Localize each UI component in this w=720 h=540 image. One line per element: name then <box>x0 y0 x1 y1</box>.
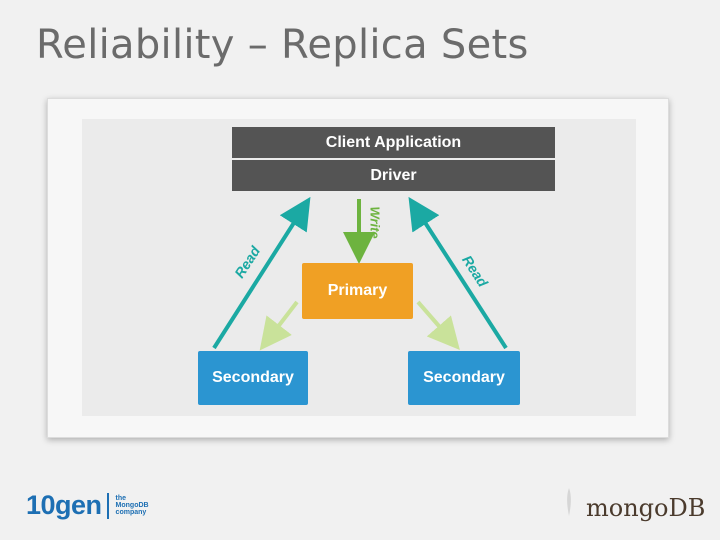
primary-node: Primary <box>302 263 413 319</box>
diagram-card: Client Application Driver Primary Second… <box>47 98 669 438</box>
tengen-logo: 10gen the MongoDB company <box>26 490 149 521</box>
mongodb-logo: mongoDB <box>586 494 706 522</box>
read-arrow-left <box>212 196 311 350</box>
tengen-wordmark: 10gen <box>26 490 102 520</box>
mongodb-leaf-icon <box>567 488 571 516</box>
tengen-tagline: the MongoDB company <box>115 495 149 516</box>
diagram-arrows <box>212 196 508 351</box>
replication-arrow-left <box>259 300 299 351</box>
logo-divider <box>106 492 109 519</box>
secondary-node-left: Secondary <box>198 351 308 405</box>
client-application-bar: Client Application <box>232 127 555 158</box>
driver-bar: Driver <box>232 160 555 191</box>
slide-title: Reliability – Replica Sets <box>36 22 529 68</box>
write-label: Write <box>367 206 383 239</box>
read-arrow-right <box>408 196 508 350</box>
diagram-area: Client Application Driver Primary Second… <box>82 119 636 416</box>
replication-arrow-right <box>416 300 460 351</box>
secondary-node-right: Secondary <box>408 351 520 405</box>
